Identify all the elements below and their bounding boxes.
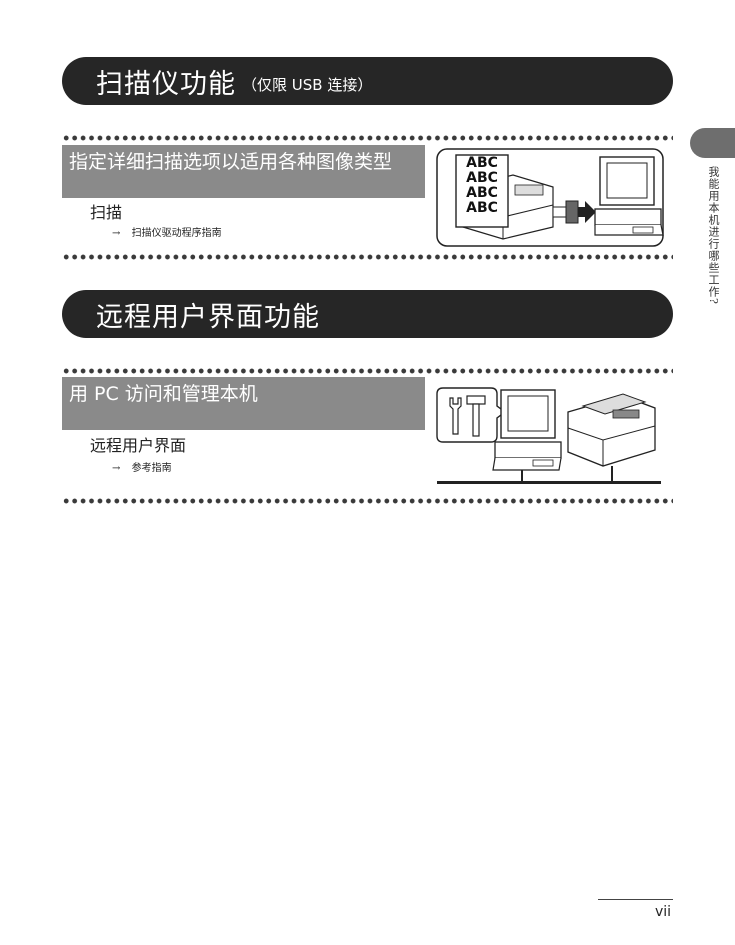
feature-heading-bar: 指定详细扫描选项以适用各种图像类型 [62,145,425,198]
doc-line: ABC [466,200,498,216]
feature-entry-title: 扫描 [90,203,123,222]
pc-network-printer-illustration [436,387,661,484]
doc-line: ABC [466,185,498,201]
scanner-to-pc-illustration [436,148,664,247]
section-title: 扫描仪功能 [96,68,236,100]
section-title: 远程用户界面功能 [96,301,320,333]
scanner-illustration: ABC ABC ABC ABC [433,147,668,252]
chapter-tab-label: 我能用本机进行哪些工作? [707,166,720,305]
arrow-right-icon: → [112,228,121,239]
manual-reference-link[interactable]: → 扫描仪驱动程序指南 [112,224,222,239]
dotted-divider [62,135,673,141]
dotted-divider [62,254,673,260]
dotted-divider [62,368,673,374]
section-banner-scanner: 扫描仪功能 （仅限 USB 连接） [62,57,673,105]
section-subtitle: （仅限 USB 连接） [242,75,373,94]
feature-heading: 指定详细扫描选项以适用各种图像类型 [69,151,393,173]
dotted-divider [62,498,673,504]
remote-ui-illustration [433,384,665,488]
abc-document: ABC ABC ABC ABC [456,156,508,216]
feature-heading: 用 PC 访问和管理本机 [69,383,258,405]
arrow-right-icon: → [112,463,121,474]
manual-reference-text: 参考指南 [131,463,172,474]
page-number: vii [655,904,672,920]
chapter-tab [690,128,735,158]
feature-entry-title: 远程用户界面 [90,436,187,455]
doc-line: ABC [466,155,498,171]
doc-line: ABC [466,170,498,186]
section-banner-remote-ui: 远程用户界面功能 [62,290,673,338]
feature-heading-bar: 用 PC 访问和管理本机 [62,377,425,430]
footer-rule [598,899,673,900]
manual-reference-link[interactable]: → 参考指南 [112,459,172,474]
manual-reference-text: 扫描仪驱动程序指南 [131,228,222,239]
